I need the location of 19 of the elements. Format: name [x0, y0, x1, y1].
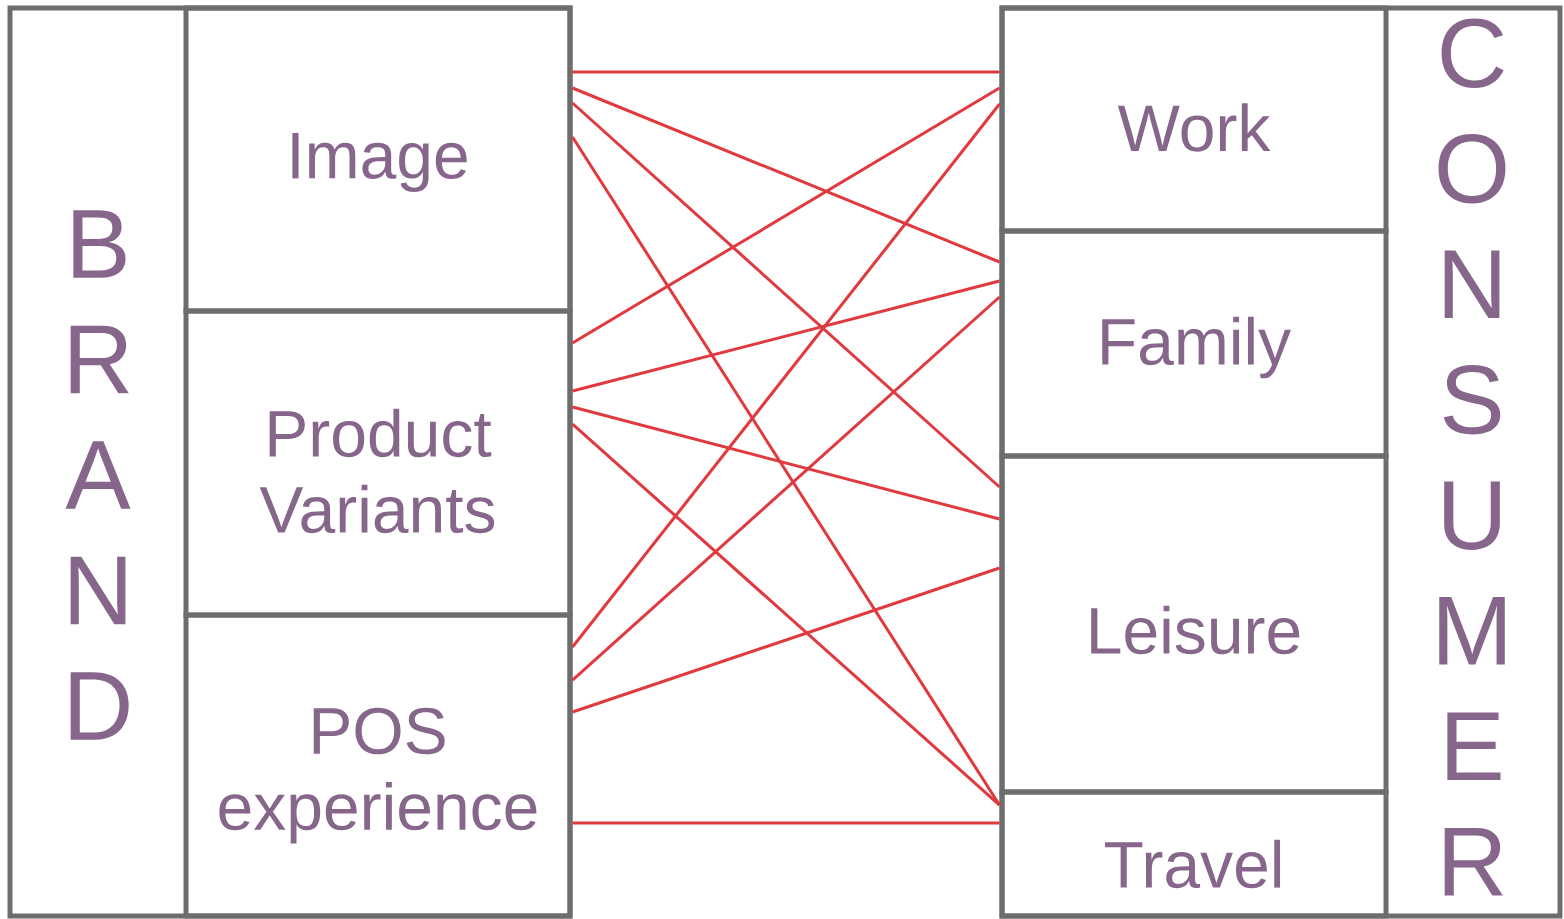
connector-line	[572, 566, 1000, 714]
category-box: Family	[999, 228, 1389, 459]
connector-line	[571, 101, 1001, 489]
connector-line	[571, 422, 1001, 807]
category-box: POS experience	[183, 612, 573, 919]
connector-line	[571, 295, 1001, 682]
connector-line	[571, 86, 1001, 264]
connector-line	[571, 86, 1001, 345]
category-box: Leisure	[999, 453, 1389, 795]
connector-line	[572, 821, 1000, 825]
connector-line	[572, 279, 1000, 393]
connector-line	[572, 70, 1000, 74]
category-box: Travel	[999, 789, 1389, 919]
connector-line	[571, 136, 1001, 806]
category-box: Image	[183, 5, 573, 314]
category-box: Work	[999, 5, 1389, 234]
connector-line	[571, 103, 1001, 648]
category-box: Product Variants	[183, 308, 573, 618]
connector-line	[572, 405, 1000, 521]
